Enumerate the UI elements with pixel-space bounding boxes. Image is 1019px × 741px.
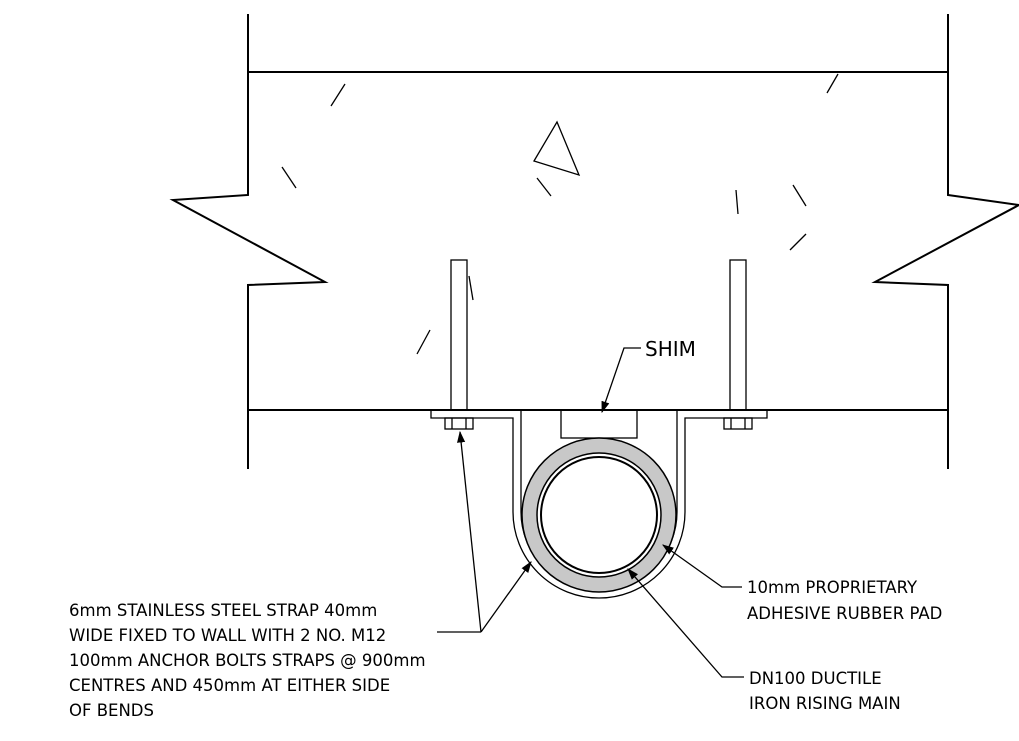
strap-label: 6mm STAINLESS STEEL STRAP 40mm WIDE FIXE…	[69, 601, 431, 720]
rubber-pad-label: 10mm PROPRIETARY ADHESIVE RUBBER PAD	[747, 578, 942, 623]
pipe-label-line-2: IRON RISING MAIN	[749, 694, 901, 713]
strap-label-line-4: CENTRES AND 450mm AT EITHER SIDE	[69, 676, 390, 695]
concrete-hatch-marks	[281, 73, 839, 355]
strap-label-line-3: 100mm ANCHOR BOLTS STRAPS @ 900mm	[69, 651, 426, 670]
anchor-bolt-left	[444, 259, 474, 430]
shim-block	[560, 409, 638, 439]
anchor-bolt-right	[723, 259, 753, 430]
leader-lines	[437, 347, 744, 678]
strap-label-line-5: OF BENDS	[69, 701, 154, 720]
strap-leader-to-bolt	[457, 430, 482, 633]
rubber-pad-label-line-1: 10mm PROPRIETARY	[747, 578, 918, 597]
strap-label-line-1: 6mm STAINLESS STEEL STRAP 40mm	[69, 601, 377, 620]
ductile-iron-pipe	[540, 456, 658, 574]
rubber-pad-leader	[662, 544, 742, 588]
rubber-pad-ring	[521, 437, 677, 593]
rubber-pad-and-pipe	[521, 437, 677, 593]
rubber-pad-label-line-2: ADHESIVE RUBBER PAD	[747, 604, 942, 623]
pipe-label-line-1: DN100 DUCTILE	[749, 669, 882, 688]
strap-leader-to-strap	[480, 561, 532, 633]
stainless-steel-strap	[430, 409, 768, 599]
shim-label: SHIM	[645, 337, 696, 361]
strap-label-line-2: WIDE FIXED TO WALL WITH 2 NO. M12	[69, 626, 386, 645]
pipe-leader	[627, 568, 744, 678]
shim-leader	[601, 347, 641, 414]
pipe-label: DN100 DUCTILE IRON RISING MAIN	[749, 669, 901, 713]
concrete-wall-section	[169, 14, 1019, 469]
